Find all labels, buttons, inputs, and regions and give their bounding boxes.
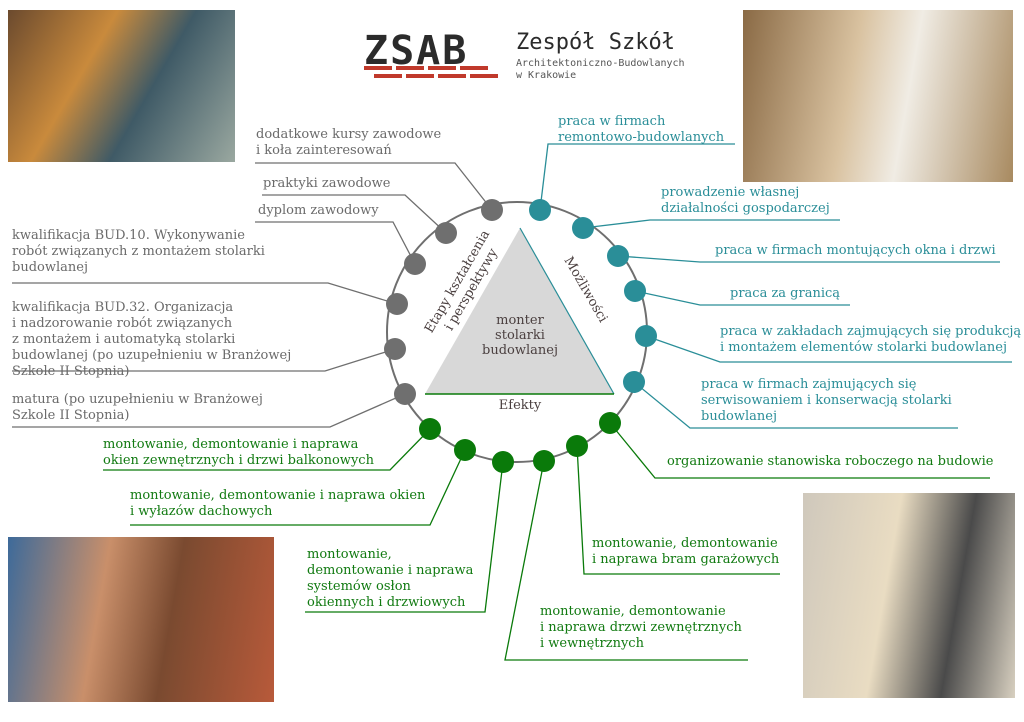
stage-diploma: dyplom zawodowy bbox=[258, 203, 379, 218]
effect-doors: montowanie, demontowanie i naprawa drzwi… bbox=[540, 604, 742, 651]
photo-carpenter-measuring bbox=[8, 537, 274, 702]
effect-shading-systems: montowanie, demontowanie i naprawa syste… bbox=[307, 547, 474, 610]
opportunity-production: praca w zakładach zajmujących się produk… bbox=[720, 324, 1022, 355]
stage-additional-courses: dodatkowe kursy zawodowe i koła zaintere… bbox=[256, 127, 442, 158]
effect-windows-balcony: montowanie, demontowanie i naprawa okien… bbox=[103, 437, 374, 468]
logo-title: Zespół Szkół bbox=[516, 30, 675, 55]
effect-connectors bbox=[103, 422, 990, 661]
stage-bud10: kwalifikacja BUD.10. Wykonywanie robót z… bbox=[12, 228, 265, 275]
opportunity-dots bbox=[529, 199, 657, 393]
effect-workstation: organizowanie stanowiska roboczego na bu… bbox=[667, 454, 994, 469]
stage-dots bbox=[384, 199, 503, 405]
opportunity-connectors bbox=[539, 143, 1012, 429]
opportunity-windows-doors: praca w firmach montujących okna i drzwi bbox=[715, 243, 996, 258]
opportunity-service: praca w firmach zajmujących się serwisow… bbox=[701, 377, 952, 424]
opportunity-abroad: praca za granicą bbox=[730, 286, 841, 301]
photo-carpenter-workshop bbox=[743, 10, 1013, 182]
opportunity-renovation: praca w firmach remontowo-budowlanych bbox=[558, 114, 725, 145]
stage-connectors bbox=[12, 162, 493, 428]
center-triangle bbox=[425, 228, 614, 394]
side-label-effects: Efekty bbox=[498, 398, 542, 413]
opportunity-own-business: prowadzenie własnej działalności gospoda… bbox=[661, 185, 830, 216]
logo-subtitle: Architektoniczno-Budowlanych w Krakowie bbox=[516, 58, 685, 81]
stage-matura: matura (po uzupełnieniu w Branżowej Szko… bbox=[12, 392, 263, 423]
center-title: monter stolarki budowlanej bbox=[482, 313, 558, 358]
logo-bricks bbox=[364, 66, 498, 78]
effect-dots bbox=[419, 412, 621, 473]
effect-garage-doors: montowanie, demontowanie i naprawa bram … bbox=[592, 536, 780, 567]
photo-builder-frame bbox=[803, 493, 1015, 698]
stage-bud32: kwalifikacja BUD.32. Organizacja i nadzo… bbox=[12, 300, 292, 379]
stage-internships: praktyki zawodowe bbox=[263, 176, 391, 191]
photo-worker-window bbox=[8, 10, 235, 162]
effect-roof-windows: montowanie, demontowanie i naprawa okien… bbox=[130, 488, 426, 519]
